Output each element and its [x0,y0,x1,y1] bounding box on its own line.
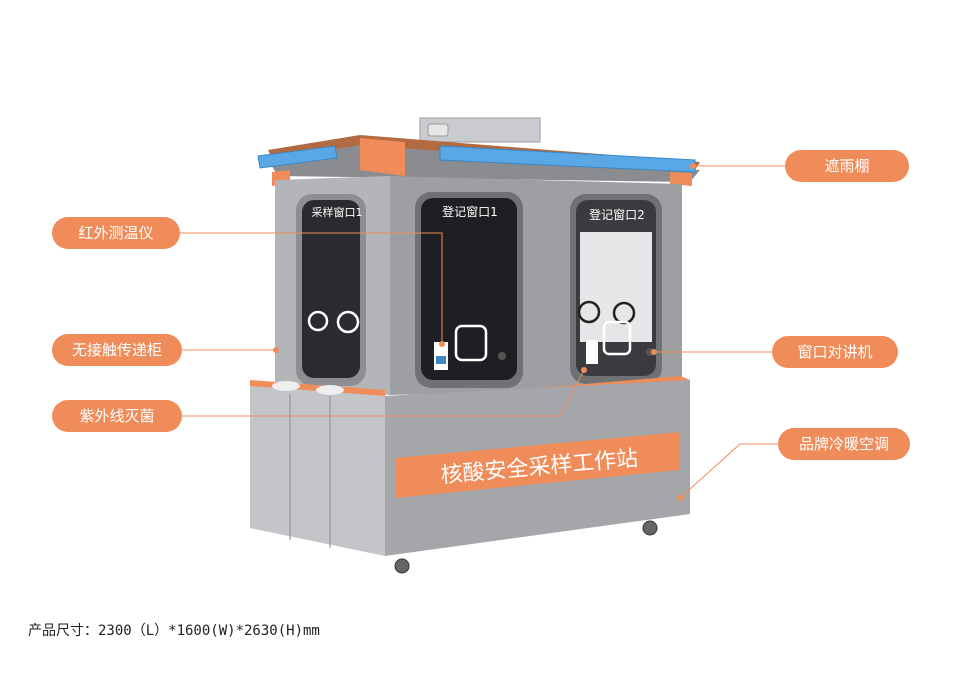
callout-pass-box: 无接触传递柜 [52,334,182,366]
dimensions-note: 产品尺寸：2300（L）*1600(W)*2630(H)mm [28,623,320,639]
leader-dots [273,163,696,501]
callout-ac: 品牌冷暖空调 [778,428,910,460]
canopy-front [439,145,696,173]
callout-thermometer: 红外测温仪 [52,217,180,249]
window-label-register-2: 登记窗口2 [589,207,645,222]
callout-uv-lamp: 紫外线灭菌 [52,400,182,432]
thermometer-device-2 [586,340,598,364]
callout-canopy: 遮雨棚 [785,150,909,182]
canopy-left [257,145,338,169]
register-window-1 [421,198,517,380]
banner [395,432,680,498]
window-label-sampling-1: 采样窗口1 [312,205,363,219]
window-label-register-1: 登记窗口1 [442,204,498,219]
pass-box-cabinet [250,384,385,556]
leader-lines [180,165,785,499]
sampling-window-1 [302,200,360,378]
callout-intercom: 窗口对讲机 [772,336,898,368]
